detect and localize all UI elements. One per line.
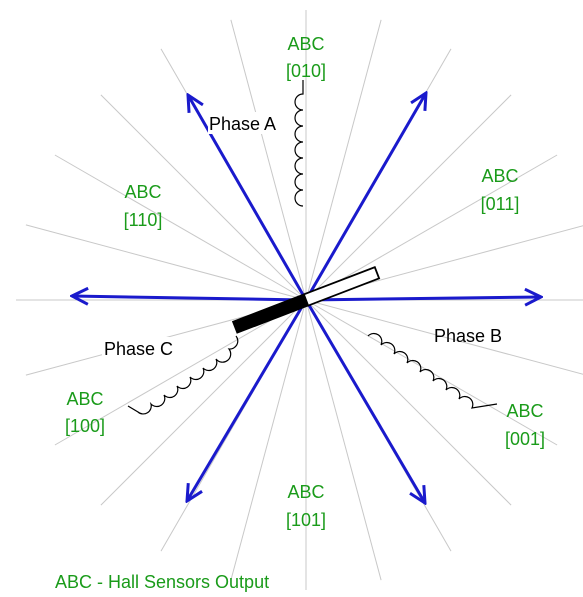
- phase-c-label: Phase C: [104, 339, 173, 359]
- phase-c-label-bg: [102, 337, 184, 359]
- spoke-165: [25, 224, 307, 301]
- spoke-255: [230, 299, 307, 581]
- svg-text:ABC: ABC: [287, 482, 324, 502]
- svg-text:[110]: [110]: [124, 210, 163, 230]
- svg-text:ABC: ABC: [287, 34, 324, 54]
- hall-state-010: ABC [010]: [286, 34, 326, 81]
- spoke-150: [54, 154, 307, 301]
- svg-text:ABC: ABC: [124, 182, 161, 202]
- coil-phase-a: [294, 80, 304, 207]
- hall-vectors: [72, 93, 541, 503]
- hall-state-101: ABC [101]: [286, 482, 326, 530]
- footer-caption: ABC - Hall Sensors Output: [55, 572, 269, 592]
- svg-text:ABC: ABC: [481, 166, 518, 186]
- phase-a-label-bg: [208, 112, 288, 134]
- rotor-north-pole: [302, 265, 381, 307]
- spoke-75: [305, 19, 382, 301]
- spoke-210: [54, 299, 307, 446]
- vector-60: [304, 93, 426, 301]
- spoke-285: [305, 299, 382, 581]
- vector-240: [187, 299, 308, 501]
- spoke-345: [305, 299, 583, 375]
- vector-120: [188, 95, 308, 301]
- svg-text:[011]: [011]: [481, 194, 520, 214]
- spoke-105: [230, 19, 307, 301]
- phase-b-label: Phase B: [434, 326, 502, 346]
- hall-state-011: ABC [011]: [481, 166, 520, 214]
- svg-text:[010]: [010]: [286, 61, 326, 81]
- spoke-30: [305, 154, 558, 301]
- rotor-magnet: [231, 265, 381, 334]
- phase-a-label: Phase A: [209, 114, 276, 134]
- vector-300: [304, 299, 425, 503]
- hall-state-100: ABC [100]: [65, 389, 105, 436]
- hall-state-001: ABC [001]: [505, 401, 545, 449]
- coil-phase-b: [367, 332, 498, 409]
- svg-text:[101]: [101]: [286, 510, 326, 530]
- spoke-225: [100, 299, 307, 506]
- svg-text:ABC: ABC: [506, 401, 543, 421]
- spoke-315: [305, 299, 512, 506]
- vector-0: [305, 297, 541, 300]
- coil-phase-c: [127, 335, 239, 415]
- spoke-45: [305, 94, 512, 301]
- vector-180: [72, 296, 307, 300]
- svg-text:[100]: [100]: [65, 416, 105, 436]
- svg-text:ABC: ABC: [66, 389, 103, 409]
- svg-text:[001]: [001]: [505, 429, 545, 449]
- hall-state-110: ABC [110]: [124, 182, 163, 230]
- spoke-135: [100, 94, 307, 301]
